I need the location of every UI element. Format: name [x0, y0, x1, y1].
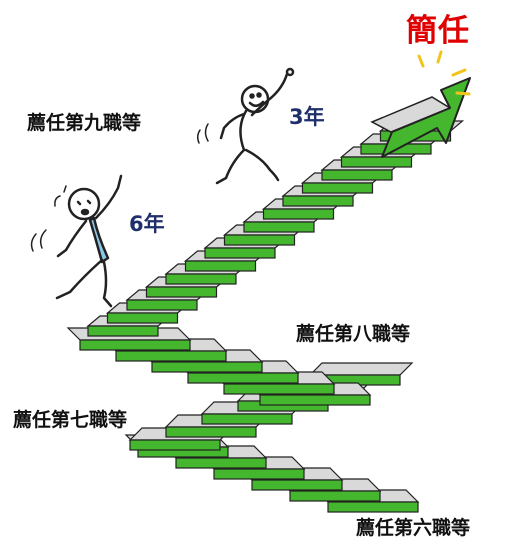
stair-riser	[340, 156, 413, 168]
rank-7-label: 薦任第七職等	[13, 408, 127, 431]
stair-riser	[201, 413, 293, 425]
stair-riser	[187, 372, 299, 384]
stair-riser	[184, 260, 257, 272]
stair-riser	[223, 383, 335, 395]
runner-slow-figure	[30, 174, 123, 308]
rank-6-label: 薦任第六職等	[356, 516, 470, 539]
stair-riser	[321, 169, 393, 181]
arrow-up-icon	[370, 77, 471, 158]
stair-riser	[87, 325, 159, 337]
stair-riser	[145, 286, 218, 298]
years-slow-label: 6年	[129, 212, 165, 236]
stair-riser	[243, 221, 315, 233]
stair-tread	[308, 362, 414, 376]
stair-riser	[251, 479, 343, 491]
stair-riser	[204, 247, 276, 259]
stair-riser	[327, 501, 419, 513]
stair-riser	[262, 208, 335, 220]
rank-9-label: 薦任第九職等	[27, 111, 141, 134]
staircase	[66, 120, 465, 513]
runner-fast-figure	[196, 67, 295, 185]
stair-riser	[165, 273, 237, 285]
stair-riser	[259, 394, 371, 406]
stair-riser	[301, 182, 374, 194]
stair-riser	[129, 439, 221, 451]
years-fast-label: 3年	[289, 105, 325, 129]
stair-riser	[126, 299, 198, 311]
stair-riser	[79, 339, 191, 351]
rank-8-label: 薦任第八職等	[296, 322, 410, 345]
stair-riser	[151, 361, 263, 373]
stair-riser	[282, 195, 354, 207]
stair-riser	[289, 490, 381, 502]
stair-riser	[223, 234, 296, 246]
goal-label: 簡任	[406, 13, 470, 49]
stair-riser	[106, 312, 179, 324]
stair-riser	[213, 468, 305, 480]
sparkle-icon	[417, 50, 471, 96]
stair-riser	[165, 426, 257, 438]
stair-riser	[115, 350, 227, 362]
stair-riser	[175, 457, 267, 469]
